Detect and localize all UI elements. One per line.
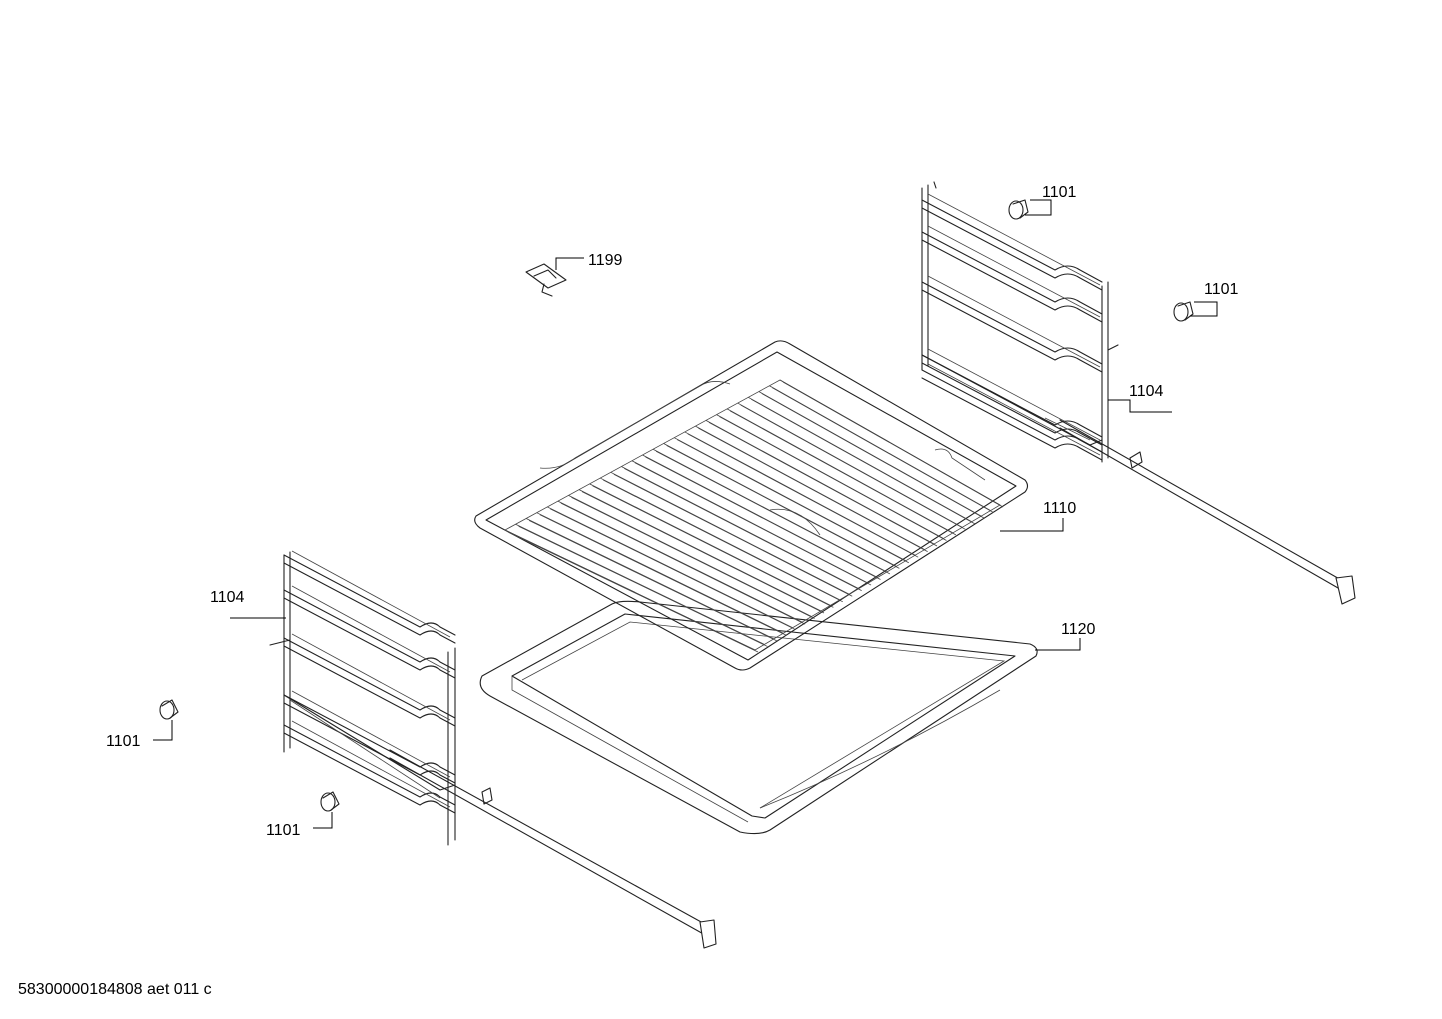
document-code: 58300000184808 aet 011 c <box>18 981 212 998</box>
rack-wire-grid <box>504 379 1004 653</box>
callout-1101-bottom: 1101 <box>266 822 301 839</box>
bracket-1199[interactable] <box>525 263 567 297</box>
clip-1101-left[interactable] <box>159 699 179 720</box>
rail-rungs-right <box>921 193 1103 461</box>
callout-1101-right: 1101 <box>1204 281 1239 298</box>
clip-1101-right[interactable] <box>1173 301 1194 322</box>
side-rail-left-1104[interactable] <box>269 550 717 949</box>
wire-rack-1110[interactable] <box>474 340 1029 671</box>
clip-1101-bottom[interactable] <box>320 791 340 812</box>
callout-1120: 1120 <box>1061 621 1096 638</box>
callout-1199: 1199 <box>588 252 623 269</box>
baking-tray-1120[interactable] <box>479 600 1038 835</box>
callout-1104-right: 1104 <box>1129 383 1164 400</box>
side-rail-right-1104[interactable] <box>921 181 1356 605</box>
callout-1110: 1110 <box>1043 500 1076 517</box>
callout-1101-left: 1101 <box>106 733 141 750</box>
clip-1101-top[interactable] <box>1008 199 1029 220</box>
callout-1104-left: 1104 <box>210 589 245 606</box>
rail-rungs-left <box>283 550 456 814</box>
callout-1101-top: 1101 <box>1042 184 1077 201</box>
